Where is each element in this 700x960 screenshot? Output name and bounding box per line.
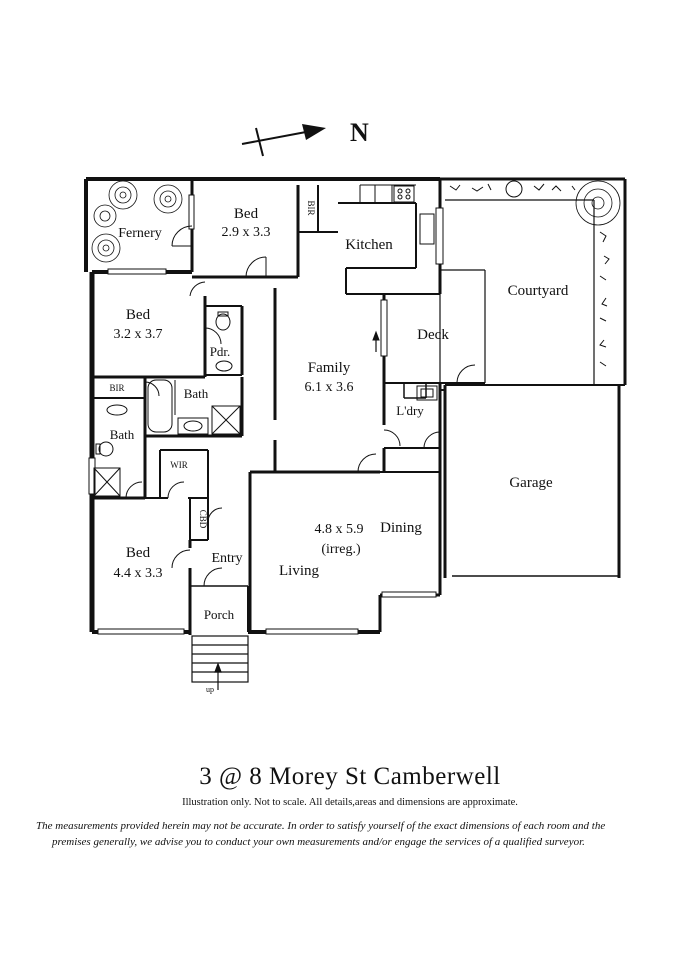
label-stairs-up: up: [206, 685, 214, 694]
label-dining-size: 4.8 x 5.9: [315, 522, 364, 537]
label-porch: Porch: [204, 607, 235, 622]
arrow-up-icon: [372, 330, 380, 352]
illustration-note: Illustration only. Not to scale. All det…: [182, 797, 518, 808]
shrub-dots: [449, 183, 610, 367]
label-wir: WIR: [170, 460, 188, 470]
doors: [125, 225, 476, 587]
label-bed-3: Bed: [126, 545, 151, 561]
shower-icon: [211, 405, 241, 435]
label-bed-2: Bed: [126, 307, 151, 323]
room-labels: Fernery Bed 2.9 x 3.3 BIR Kitchen Courty…: [109, 200, 568, 694]
label-bir-top: BIR: [306, 200, 316, 215]
floor-plan: N: [84, 118, 627, 694]
north-label: N: [350, 118, 369, 147]
disclaimer: The measurements provided herein may not…: [30, 818, 696, 850]
fixtures: [93, 180, 523, 497]
stove-icon: [393, 185, 415, 203]
bathtub-icon: [147, 379, 173, 433]
windows: [88, 194, 444, 635]
label-bath-1: Bath: [184, 386, 209, 401]
toilet-icon: [215, 313, 231, 331]
porch-stairs: [191, 635, 249, 690]
shower-icon-2: [93, 467, 121, 497]
label-bed-1: Bed: [234, 206, 259, 222]
label-bed-3-size: 4.4 x 3.3: [114, 566, 163, 581]
label-fernery: Fernery: [118, 226, 162, 241]
label-bath-2: Bath: [110, 427, 135, 442]
label-laundry: L'dry: [396, 403, 424, 418]
property-title: 3 @ 8 Morey St Camberwell: [199, 763, 501, 790]
label-dining-note: (irreg.): [321, 542, 361, 557]
basin-icon-3: [106, 404, 128, 416]
label-family-size: 6.1 x 3.6: [305, 380, 354, 395]
label-bir-left: BIR: [109, 383, 124, 393]
label-garage: Garage: [509, 475, 553, 491]
label-bed-2-size: 3.2 x 3.7: [114, 327, 163, 342]
basin-icon-2: [183, 420, 203, 432]
plant-icon: [91, 180, 621, 263]
label-entry: Entry: [211, 551, 242, 566]
label-deck: Deck: [417, 327, 449, 343]
toilet-icon-2: [98, 441, 114, 457]
plants: [91, 180, 621, 367]
label-dining: Dining: [380, 520, 422, 536]
label-living: Living: [279, 563, 319, 579]
label-family: Family: [308, 360, 351, 376]
compass: N: [241, 118, 369, 157]
label-cbd: CBD: [198, 510, 208, 529]
label-pdr: Pdr.: [210, 344, 231, 359]
label-bed-1-size: 2.9 x 3.3: [222, 225, 271, 240]
basin-icon: [215, 360, 233, 372]
label-courtyard: Courtyard: [508, 283, 569, 299]
disclaimer-line-2: premises generally, we advise you to con…: [52, 836, 585, 848]
sink-icon: [419, 213, 435, 245]
disclaimer-line-1: The measurements provided herein may not…: [36, 820, 606, 832]
label-kitchen: Kitchen: [345, 237, 393, 253]
